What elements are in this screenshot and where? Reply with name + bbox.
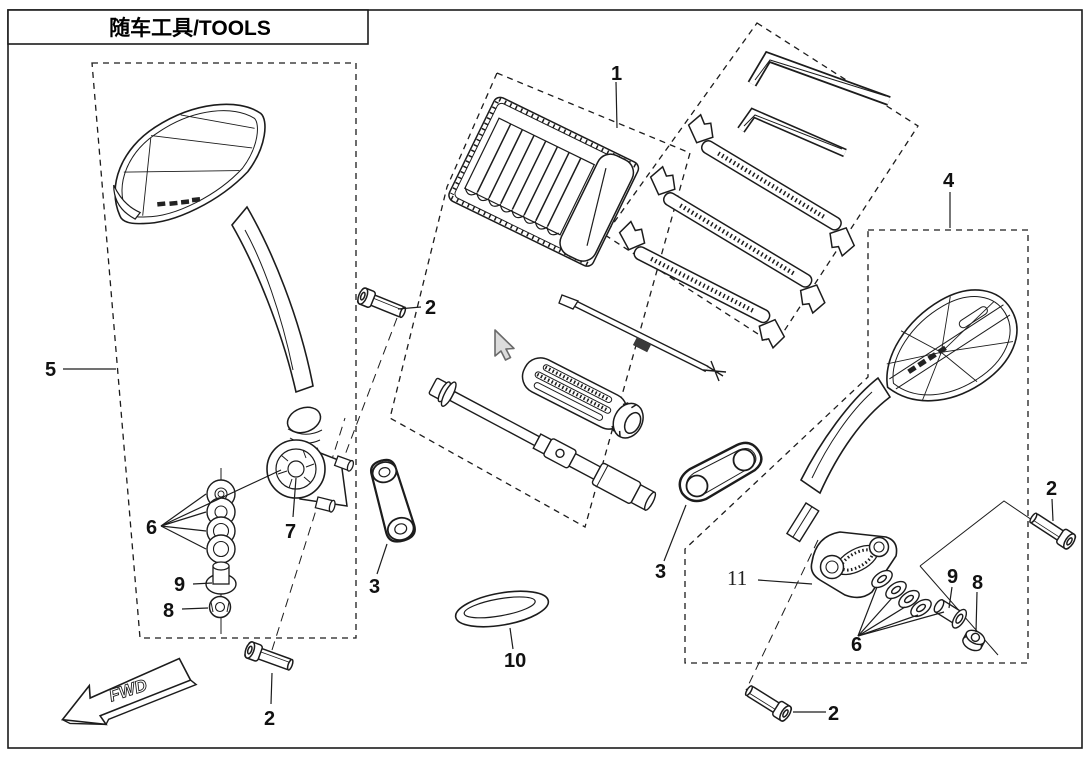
right-washer-fan [857, 586, 945, 637]
dashed-box-left-mirror [91, 62, 357, 639]
right-nut-drawing [962, 629, 986, 652]
screwdriver-shaft-drawing [558, 294, 727, 382]
callout-11-right-base: 11 [727, 566, 747, 590]
callout-2-bolt-right: 2 [1046, 478, 1057, 500]
left-bracket-drawing [370, 458, 416, 543]
wrench-drawings [618, 113, 856, 350]
callout-6-left-washers: 6 [146, 517, 157, 539]
dashed-box-tool-pouch [389, 72, 691, 528]
callout-2-bolt-top-left: 2 [425, 297, 436, 319]
left-mirror-drawing [113, 103, 323, 452]
left-nut-drawing [208, 595, 232, 619]
o-ring-drawing [454, 590, 550, 628]
left-washer-fan [160, 469, 282, 550]
callout-1-tool-kit: 1 [611, 63, 622, 85]
tool-pouch-drawing [448, 96, 640, 267]
mouse-cursor-icon [494, 329, 515, 361]
title-block: 随车工具/TOOLS [7, 9, 369, 45]
callout-2-bolt-bottom-left: 2 [264, 708, 275, 730]
left-sleeve-washer-drawing [205, 561, 237, 595]
dashed-box-right-mirror [684, 229, 1029, 664]
callout-7-left-base: 7 [285, 521, 296, 543]
callout-leader-lines [63, 81, 1054, 713]
callout-9-left-sleeve: 9 [174, 574, 185, 596]
callout-8-right-nut: 8 [972, 572, 983, 594]
socket-tool-drawing [428, 377, 657, 511]
title-box [7, 9, 369, 45]
left-mirror-base-drawing [266, 439, 355, 513]
right-mirror-drawing [785, 289, 1018, 543]
callout-3-right-bracket: 3 [655, 561, 666, 583]
right-sleeve-washer-drawing [933, 599, 968, 629]
allen-key-large-drawing [747, 50, 891, 106]
callout-3-left-bracket: 3 [369, 576, 380, 598]
callout-labels: 1 2 2 2 2 3 3 4 5 6 6 7 8 8 9 9 10 11 [45, 63, 1057, 730]
right-bracket-drawing [678, 441, 763, 503]
callout-9-right-sleeve: 9 [947, 566, 958, 588]
callout-10-o-ring: 10 [504, 650, 526, 672]
allen-key-small-drawing [737, 107, 847, 158]
callout-6-right-washers: 6 [851, 634, 862, 656]
callout-5-left-mirror: 5 [45, 359, 56, 381]
screwdriver-handle-drawing [521, 357, 644, 439]
left-washers-drawing [206, 479, 236, 564]
page-title: 随车工具/TOOLS [109, 16, 271, 40]
callout-8-left-nut: 8 [163, 600, 174, 622]
callout-2-bolt-bottom-right: 2 [828, 703, 839, 725]
callout-4-right-mirror: 4 [943, 170, 955, 192]
